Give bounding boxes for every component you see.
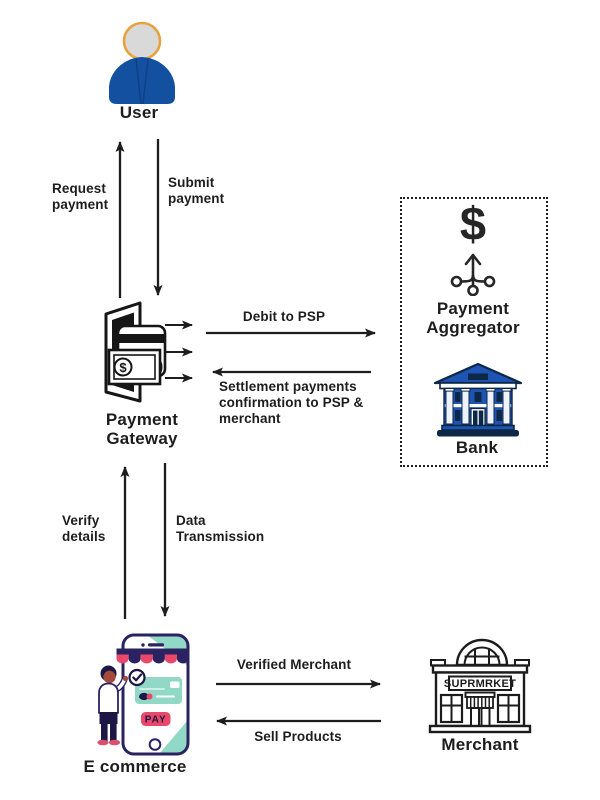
verified-merchant-label: Verified Merchant bbox=[236, 657, 352, 672]
home-button bbox=[148, 738, 162, 751]
user-icon bbox=[109, 21, 175, 105]
payment-aggregator-icon bbox=[450, 253, 496, 296]
ecommerce-label: E commerce bbox=[83, 757, 187, 776]
merchant-sign-text: SUPRMRKET bbox=[444, 678, 516, 690]
aggregator-dollar-icon: $ bbox=[459, 197, 487, 250]
pay-button-label: PAY bbox=[145, 714, 167, 725]
request-payment-label: Request payment bbox=[52, 181, 109, 212]
data-transmission-label: Data Transmission bbox=[176, 513, 265, 544]
storefront-awning bbox=[116, 648, 190, 664]
ecommerce-icon: PAY bbox=[97, 633, 190, 756]
gateway-output-arrows bbox=[165, 320, 193, 383]
pay-button: PAY bbox=[141, 712, 171, 726]
aggregator-bank-group-box bbox=[400, 197, 548, 467]
payment-gateway-icon: $ bbox=[104, 301, 167, 403]
bank-label: Bank bbox=[455, 438, 499, 457]
check-icon bbox=[128, 668, 146, 687]
merchant-icon: SUPRMRKET bbox=[428, 638, 532, 734]
person-figure bbox=[97, 665, 129, 746]
bank-icon bbox=[433, 362, 523, 437]
verify-details-label: Verify details bbox=[62, 513, 106, 544]
settlement-confirmation-label: Settlement payments confirmation to PSP … bbox=[219, 379, 364, 426]
payment-aggregator-label: Payment Aggregator bbox=[426, 299, 520, 338]
merchant-label: Merchant bbox=[441, 735, 519, 754]
credit-card-graphic bbox=[135, 677, 182, 704]
sell-products-label: Sell Products bbox=[254, 729, 342, 744]
debit-to-psp-label: Debit to PSP bbox=[242, 309, 326, 324]
submit-payment-label: Submit payment bbox=[168, 175, 225, 206]
user-label: User bbox=[119, 103, 159, 122]
payment-gateway-label: Payment Gateway bbox=[105, 410, 179, 449]
gateway-dollar-glyph: $ bbox=[119, 360, 127, 375]
